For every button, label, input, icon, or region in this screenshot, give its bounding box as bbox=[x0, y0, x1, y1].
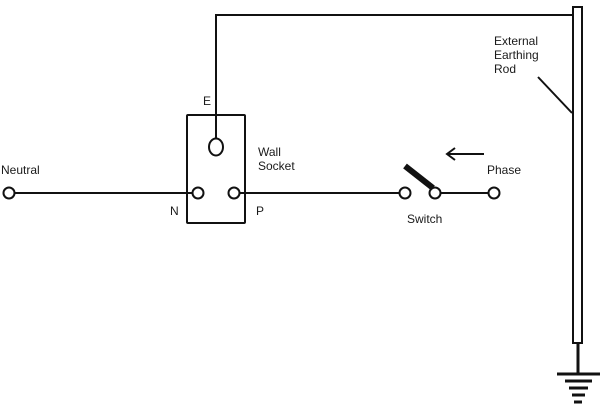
phase-terminal bbox=[487, 186, 501, 200]
earth-pin-label: E bbox=[203, 94, 211, 108]
earth-wire bbox=[215, 14, 572, 138]
rod-label-leader bbox=[537, 76, 573, 114]
switch-terminal-right bbox=[428, 186, 442, 200]
rod-label-line3: Rod bbox=[494, 62, 516, 76]
ground-icon bbox=[557, 343, 600, 404]
neutral-pin bbox=[191, 186, 205, 200]
neutral-pin-label: N bbox=[170, 204, 179, 218]
switch-terminal-left bbox=[398, 186, 412, 200]
earth-pin bbox=[208, 137, 224, 157]
current-direction-arrow bbox=[445, 147, 484, 161]
wall-socket-label-line2: Socket bbox=[258, 159, 295, 173]
switch-lever bbox=[403, 163, 435, 191]
earthing-rod bbox=[572, 6, 583, 344]
wall-socket-label-line1: Wall bbox=[258, 145, 281, 159]
phase-pin bbox=[227, 186, 241, 200]
phase-label: Phase bbox=[487, 163, 521, 177]
rod-label-line2: Earthing bbox=[494, 48, 539, 62]
neutral-terminal bbox=[2, 186, 16, 200]
neutral-label: Neutral bbox=[1, 163, 40, 177]
rod-label-line1: External bbox=[494, 34, 538, 48]
phase-pin-label: P bbox=[256, 204, 264, 218]
switch-label: Switch bbox=[407, 212, 442, 226]
